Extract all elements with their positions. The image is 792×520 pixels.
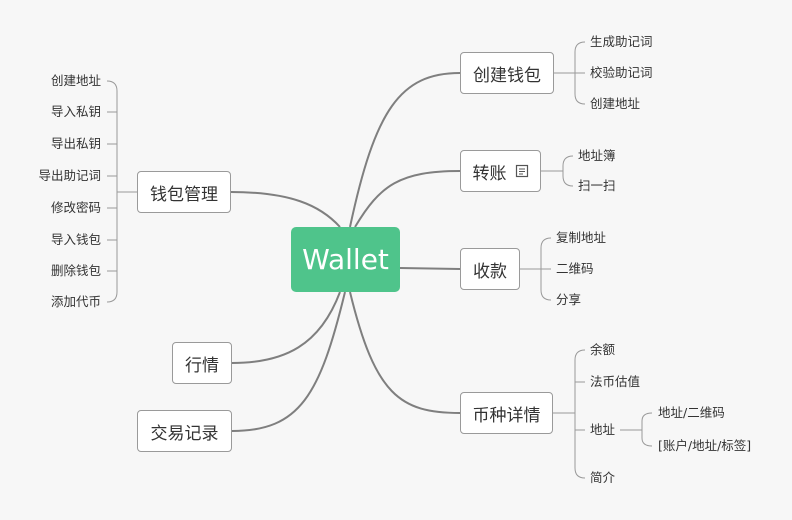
branch-label: 交易记录	[150, 423, 219, 444]
leaf-share[interactable]: 分享	[556, 292, 582, 307]
branch-label: 收款	[473, 261, 507, 282]
leaf-address-qrcode[interactable]: 地址/二维码	[658, 405, 725, 420]
connector-market	[231, 291, 341, 364]
branch-label: 行情	[185, 355, 219, 376]
leaf-scan[interactable]: 扫一扫	[578, 178, 616, 193]
leaf-intro[interactable]: 简介	[590, 470, 616, 485]
branch-create-wallet[interactable]: 创建钱包	[460, 52, 554, 94]
leaf-create-address[interactable]: 创建地址	[50, 73, 101, 88]
leaf-change-password[interactable]: 修改密码	[50, 200, 101, 215]
leaf-verify-mnemonic[interactable]: 校验助记词	[590, 65, 653, 80]
branch-receive[interactable]: 收款	[460, 248, 520, 290]
branch-market[interactable]: 行情	[172, 342, 232, 384]
connector-wallet-manage	[230, 191, 341, 228]
branch-label: 转账	[472, 163, 507, 184]
leaf-export-private-key[interactable]: 导出私钥	[50, 136, 101, 151]
leaf-create-address[interactable]: 创建地址	[590, 96, 641, 111]
leaf-balance[interactable]: 余额	[590, 342, 616, 357]
connector-transfer	[354, 170, 461, 228]
leaf-import-wallet[interactable]: 导入钱包	[50, 232, 101, 247]
branch-transfer[interactable]: 转账	[460, 150, 541, 192]
leaf-address-book[interactable]: 地址簿	[578, 148, 616, 163]
connector-coin-detail	[349, 291, 461, 414]
leaf-qrcode[interactable]: 二维码	[556, 261, 594, 276]
connector-tx-history	[231, 291, 346, 432]
connector-create-wallet	[349, 72, 461, 228]
note-icon[interactable]	[515, 164, 529, 178]
leaf-copy-address[interactable]: 复制地址	[556, 230, 607, 245]
leaf-import-private-key[interactable]: 导入私钥	[50, 104, 101, 119]
leaf-delete-wallet[interactable]: 删除钱包	[50, 263, 101, 278]
branch-label: 币种详情	[472, 405, 541, 426]
leaf-export-mnemonic[interactable]: 导出助记词	[38, 168, 101, 183]
connector-receive	[399, 267, 461, 270]
branch-tx-history[interactable]: 交易记录	[137, 410, 232, 452]
branch-coin-detail[interactable]: 币种详情	[460, 392, 553, 434]
leaf-generate-mnemonic[interactable]: 生成助记词	[590, 34, 653, 49]
branch-label: 创建钱包	[473, 65, 541, 86]
root-node[interactable]: Wallet	[291, 227, 400, 292]
branch-wallet-manage[interactable]: 钱包管理	[137, 171, 231, 213]
leaf-add-token[interactable]: 添加代币	[50, 294, 101, 309]
leaf-account-address-tag[interactable]: [账户/地址/标签]	[658, 438, 752, 453]
leaf-fiat-value[interactable]: 法币估值	[590, 374, 641, 389]
branch-label: 钱包管理	[150, 184, 218, 205]
leaf-address[interactable]: 地址	[590, 422, 616, 437]
